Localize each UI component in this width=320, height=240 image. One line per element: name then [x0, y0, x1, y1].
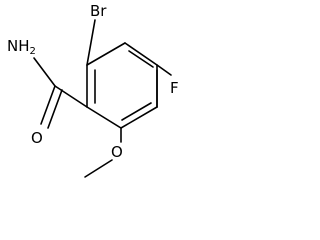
- amide-nitrogen-text: NH: [7, 37, 30, 55]
- ring-bond-c2-c3: [124, 42, 158, 66]
- chemical-structure: NH2 O Br F O: [7, 2, 179, 178]
- methoxy-oxygen-label: O: [111, 143, 123, 161]
- ring-bond-c3-c3-inner: [128, 50, 154, 68]
- ring-bond-c1-c2: [86, 42, 126, 66]
- bromine-label: Br: [90, 2, 107, 20]
- ring-bond-c5-c6: [86, 106, 122, 129]
- bond-ring-carbonyl-carbon: [54, 85, 88, 108]
- bond-carbonyl-oxygen-second: [47, 89, 63, 129]
- bond-c1-bromine: [86, 19, 96, 66]
- fluorine-label: F: [170, 79, 179, 97]
- amide-nitrogen-subscript: 2: [30, 46, 36, 57]
- amide-nitrogen-label: NH2: [7, 37, 36, 57]
- ring-bond-c5-c5-inner: [121, 102, 152, 121]
- carbonyl-oxygen-label: O: [31, 129, 43, 147]
- bond-carbonyl-nitrogen: [33, 57, 56, 87]
- bond-carbonyl-oxygen: [40, 85, 56, 125]
- ring-bond-c4-c5: [120, 106, 158, 129]
- bond-methoxy-oxygen-methyl: [84, 159, 113, 178]
- bond-c4-fluorine-main: [156, 64, 172, 76]
